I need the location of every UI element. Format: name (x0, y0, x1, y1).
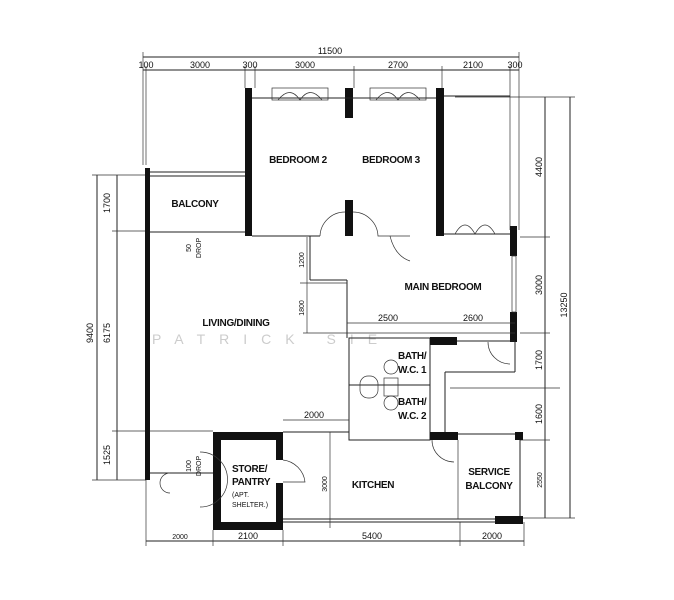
dim-int-3000: 3000 (322, 476, 329, 492)
dim-top-2: 3000 (190, 60, 210, 70)
dim-top-4: 3000 (295, 60, 315, 70)
label-bedroom-3: BEDROOM 3 (362, 155, 421, 166)
note-100: 100 (186, 460, 193, 472)
label-balcony: BALCONY (171, 199, 219, 210)
dim-left-1: 1700 (102, 193, 112, 213)
dim-bottom-4: 2000 (482, 531, 502, 541)
dim-right-1: 4400 (534, 157, 544, 177)
right-dimensions: 4400 3000 1700 1600 2550 13250 (450, 96, 575, 519)
label-bath-2: BATH/ (398, 397, 427, 408)
dim-left-total: 9400 (85, 323, 95, 343)
dim-right-5: 2550 (537, 472, 544, 488)
dim-top-7: 300 (507, 60, 522, 70)
dim-top-6: 2100 (463, 60, 483, 70)
label-bath-1: BATH/ (398, 351, 427, 362)
dim-top-1: 100 (138, 60, 153, 70)
dim-int-1200: 1200 (299, 252, 306, 268)
room-labels: BEDROOM 2 BEDROOM 3 BALCONY LIVING/DININ… (171, 155, 513, 509)
label-wc-1: W.C. 1 (398, 365, 427, 376)
dim-bottom-2: 2100 (238, 531, 258, 541)
top-dimensions: 11500 100 3000 300 3000 2700 2100 300 (138, 46, 523, 230)
label-living-dining: LIVING/DINING (202, 318, 270, 329)
watermark: PATRICK SIE (152, 331, 391, 347)
note-50: 50 (186, 244, 193, 252)
dim-right-4: 1600 (534, 404, 544, 424)
dim-int-1800: 1800 (299, 300, 306, 316)
dim-bottom-3: 5400 (362, 531, 382, 541)
drop-notes: 50 DROP 100 DROP (186, 238, 203, 477)
dim-int-2500: 2500 (378, 313, 398, 323)
label-kitchen: KITCHEN (352, 480, 394, 491)
label-bedroom-2: BEDROOM 2 (269, 155, 328, 166)
label-service: SERVICE (468, 467, 510, 478)
left-dimensions: 1700 6175 1525 9400 (85, 174, 213, 481)
label-service-balcony: BALCONY (465, 481, 513, 492)
label-pantry: PANTRY (232, 477, 271, 488)
label-store: STORE/ (232, 464, 268, 475)
note-100-drop: DROP (196, 456, 203, 477)
dim-top-total: 11500 (318, 46, 342, 56)
dim-int-2000: 2000 (304, 410, 324, 420)
label-wc-2: W.C. 2 (398, 411, 427, 422)
dim-right-3: 1700 (534, 350, 544, 370)
dim-int-2600: 2600 (463, 313, 483, 323)
label-shelter: SHELTER.) (232, 502, 268, 509)
walls (145, 87, 523, 530)
dim-right-total: 13250 (559, 292, 569, 317)
bottom-dimensions: 2000 2100 5400 2000 (145, 480, 525, 546)
label-main-bedroom: MAIN BEDROOM (405, 282, 482, 293)
dim-left-2: 6175 (102, 323, 112, 343)
dim-top-3: 300 (242, 60, 257, 70)
label-apt: (APT. (232, 492, 249, 499)
dim-top-5: 2700 (388, 60, 408, 70)
dim-right-2: 3000 (534, 275, 544, 295)
note-50-drop: DROP (196, 238, 203, 259)
dim-left-3: 1525 (102, 445, 112, 465)
interior-dimensions: 1200 1800 2500 2600 2000 3000 (283, 237, 515, 528)
dim-bottom-1: 2000 (172, 534, 188, 541)
